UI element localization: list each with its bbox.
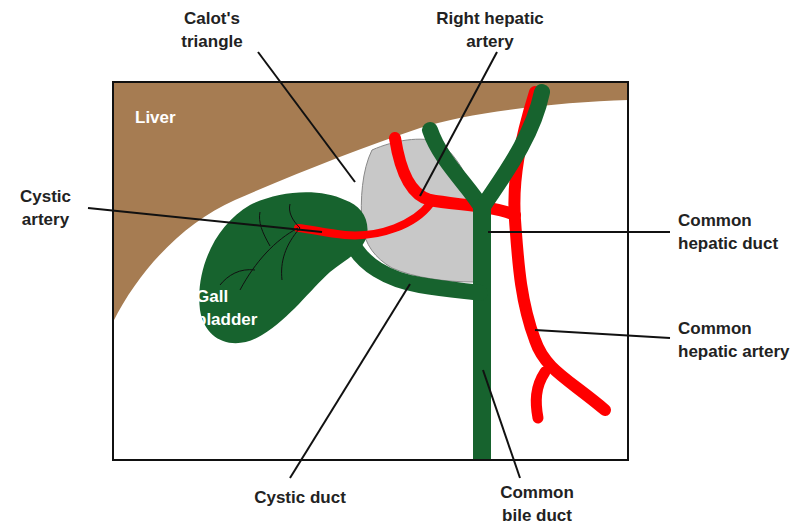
part-label: Common bile duct <box>487 481 587 527</box>
part-label: Common hepatic artery <box>678 317 800 363</box>
gall-bladder-vessels <box>220 204 300 290</box>
part-label: Calot's triangle <box>167 7 257 53</box>
gastroduodenal-artery <box>536 372 545 418</box>
calots-triangle-area <box>361 139 474 282</box>
leader-line <box>420 52 497 196</box>
illustration-frame <box>113 82 628 460</box>
leader-line <box>290 284 410 478</box>
vessel-line <box>240 228 298 290</box>
vessel-line <box>282 228 300 280</box>
part-label: Liver <box>135 106 215 129</box>
vessel-line <box>259 212 270 246</box>
leader-line <box>488 231 670 233</box>
cystic-duct <box>350 238 480 293</box>
liver-shape <box>113 82 628 322</box>
vessel-line <box>289 204 300 228</box>
part-label: Common hepatic duct <box>678 209 798 255</box>
illustration-group <box>113 82 628 460</box>
part-label: Cystic artery <box>3 185 88 231</box>
part-label: Cystic duct <box>230 486 370 509</box>
leader-line <box>483 370 520 478</box>
hepatic-duct-right-branch <box>482 92 542 208</box>
leader-line <box>258 52 355 182</box>
hepatic-duct-left-branch <box>430 130 482 208</box>
leader-line <box>535 330 670 338</box>
part-label: Gall bladder <box>196 285 276 331</box>
leader-lines <box>88 52 670 478</box>
vessel-line <box>220 270 255 285</box>
leader-line <box>88 208 322 232</box>
part-label: Right hepatic artery <box>430 7 550 53</box>
common-duct <box>473 200 491 460</box>
